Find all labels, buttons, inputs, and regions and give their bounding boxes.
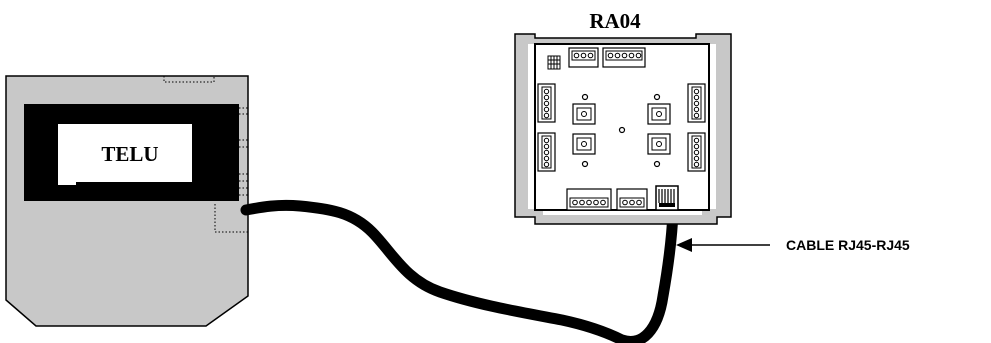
ra04-terminal-right-upper [687, 83, 706, 123]
ra04-small-chip [547, 55, 561, 70]
ra04-terminal-bottom-3 [616, 188, 648, 211]
ra04-terminal-top-3 [568, 47, 599, 68]
ra04-terminal-top-5 [602, 47, 646, 68]
rj45-cable [240, 199, 679, 343]
callout-arrowhead [676, 238, 692, 252]
ra04-terminal-left-lower [537, 132, 556, 172]
telu-display-window [58, 124, 192, 182]
cable-callout: CABLE RJ45-RJ45 [676, 237, 910, 253]
ra04-label: RA04 [589, 9, 641, 33]
ra04-terminal-left-upper [537, 83, 556, 123]
ra04-relays [572, 93, 671, 168]
ra04-module: RA04 [514, 9, 732, 225]
cable-label: CABLE RJ45-RJ45 [786, 237, 910, 253]
telu-terminal: TELU [5, 75, 249, 327]
telu-display-notch [58, 182, 76, 185]
ra04-terminal-bottom-5 [566, 188, 612, 211]
telu-side-connectors [214, 107, 248, 233]
ra04-rj45-jack [655, 185, 679, 211]
ra04-terminal-right-lower [687, 132, 706, 172]
telu-label: TELU [101, 142, 158, 166]
